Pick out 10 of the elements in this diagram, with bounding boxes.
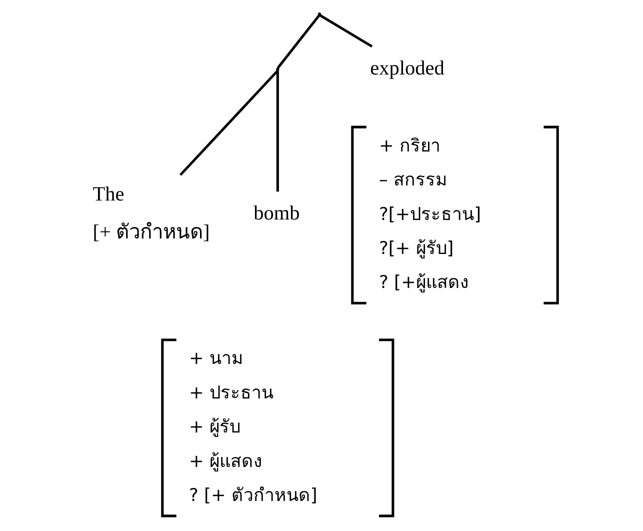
connector — [178, 70, 278, 176]
connector — [276, 70, 278, 192]
node-text: The [+ ตัวกำหนด] — [92, 183, 210, 244]
node-text: bomb — [253, 202, 300, 224]
node-text: exploded — [370, 57, 444, 80]
node-text: + นาม + ประธาน + ผู้รับ + ผู้แสดง ? [+ ตัวกำหนด] — [188, 349, 317, 506]
node-point — [317, 12, 321, 16]
node-point — [276, 68, 279, 71]
connector — [276, 14, 320, 69]
node-text: + กริยา – สกรรม ?[+ประธาน] ?[+ ผู้รับ] ? [+ผู้แสดง — [378, 136, 481, 294]
